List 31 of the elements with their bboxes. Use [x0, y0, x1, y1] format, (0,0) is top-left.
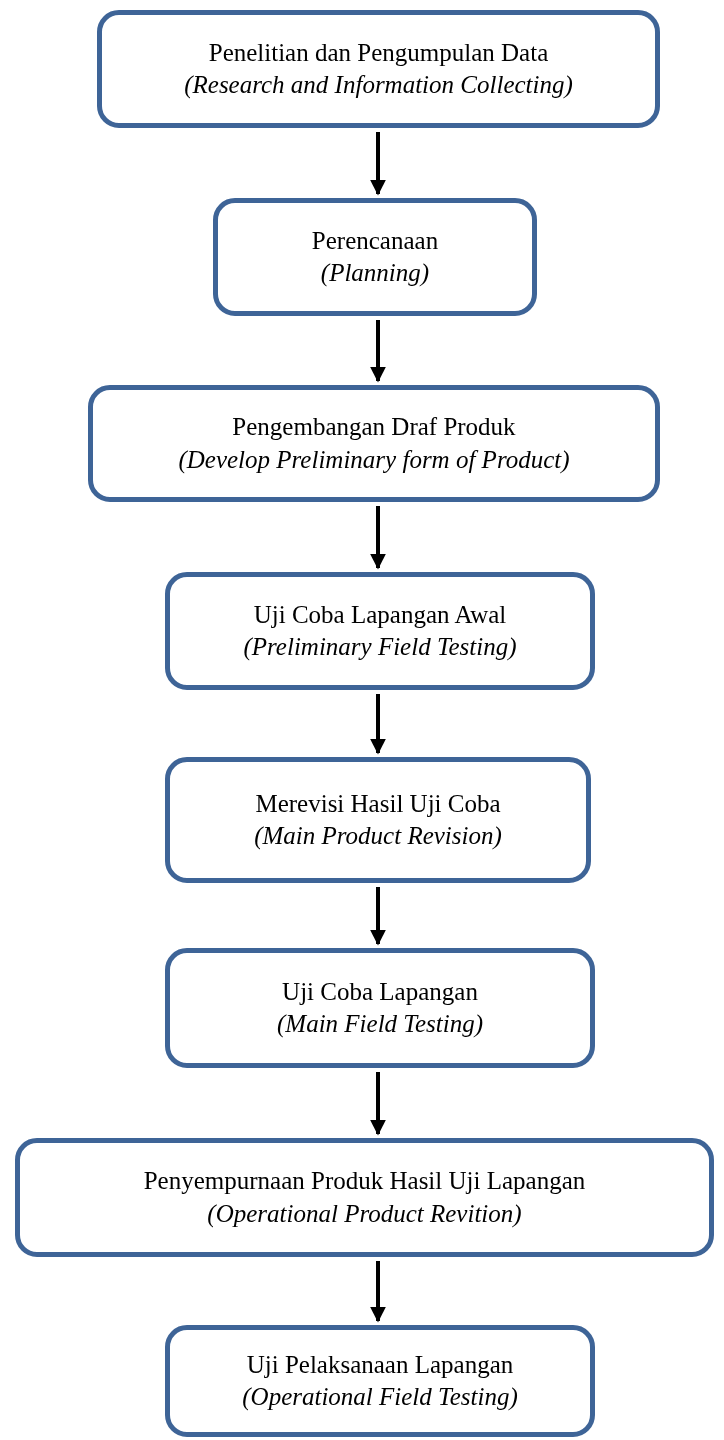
step-title: Uji Coba Lapangan Awal	[253, 599, 507, 630]
step-title: Penyempurnaan Produk Hasil Uji Lapangan	[143, 1166, 586, 1196]
process-box	[97, 10, 660, 128]
step-subtitle: (Planning)	[320, 258, 430, 288]
step-title: Perencanaan	[311, 225, 439, 256]
process-box	[165, 757, 591, 883]
step-subtitle: (Main Field Testing)	[277, 1009, 483, 1040]
arrow	[370, 320, 386, 383]
process-box	[213, 198, 537, 316]
arrow	[370, 132, 386, 196]
step-subtitle: (Operational Product Revition)	[207, 1198, 522, 1230]
process-box	[15, 1138, 714, 1257]
process-box	[165, 948, 595, 1068]
process-box	[165, 572, 595, 690]
step-title: Uji Coba Lapangan	[282, 976, 478, 1007]
step-subtitle: (Research and Information Collecting)	[184, 70, 573, 101]
process-box	[88, 385, 660, 502]
process-box	[165, 1325, 595, 1437]
arrow	[370, 1261, 386, 1323]
arrow	[370, 1072, 386, 1136]
step-title: Uji Pelaksanaan Lapangan	[246, 1349, 514, 1380]
arrow	[370, 694, 386, 755]
step-title: Merevisi Hasil Uji Coba	[255, 788, 501, 819]
arrow	[370, 506, 386, 570]
step-subtitle: (Preliminary Field Testing)	[243, 632, 517, 663]
step-subtitle: (Operational Field Testing)	[242, 1382, 518, 1413]
step-title: Pengembangan Draf Produk	[232, 412, 516, 442]
step-subtitle: (Develop Preliminary form of Product)	[178, 444, 570, 476]
arrow	[370, 887, 386, 946]
step-title: Penelitian dan Pengumpulan Data	[208, 37, 549, 68]
step-subtitle: (Main Product Revision)	[254, 821, 502, 852]
